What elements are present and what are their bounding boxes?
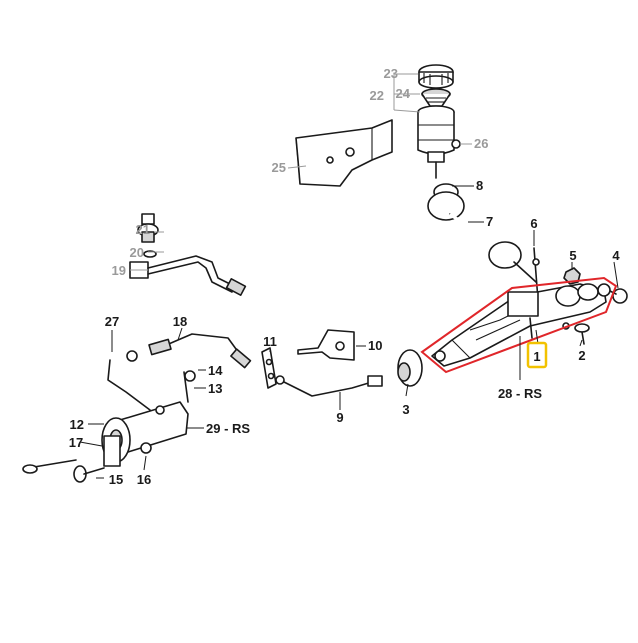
label-5: 5	[569, 248, 576, 263]
label-14: 14	[208, 363, 223, 378]
master-cylinder[interactable]	[431, 283, 611, 367]
hose-clip[interactable]	[261, 347, 277, 389]
nut[interactable]	[563, 267, 581, 285]
label-10: 10	[368, 338, 382, 353]
mounting-bolt[interactable]	[562, 322, 590, 345]
label-17: 17	[69, 435, 83, 450]
label-9: 9	[336, 410, 343, 425]
gasket[interactable]	[397, 349, 423, 387]
label-24: 24	[396, 86, 411, 101]
reservoir-hose[interactable]	[427, 183, 537, 283]
label-4: 4	[612, 248, 620, 263]
clutch-pipe[interactable]	[107, 350, 151, 411]
fluid-hose[interactable]	[129, 255, 247, 296]
label-27: 27	[105, 314, 119, 329]
label-8: 8	[476, 178, 483, 193]
label-1[interactable]: 1	[533, 349, 540, 364]
leader-lines	[79, 73, 619, 479]
label-19: 19	[112, 263, 126, 278]
clutch-hose[interactable]	[148, 333, 252, 369]
slave-pushrod[interactable]	[22, 459, 77, 474]
selected-part-box[interactable]	[526, 341, 548, 369]
label-18: 18	[173, 314, 187, 329]
label-13: 13	[208, 381, 222, 396]
label-21: 21	[136, 222, 150, 237]
line-bracket[interactable]	[297, 329, 355, 361]
label-22: 22	[370, 88, 384, 103]
fluid-reservoir[interactable]	[417, 105, 461, 179]
slave-cylinder[interactable]	[101, 401, 189, 467]
label-23: 23	[384, 66, 398, 81]
reservoir-cap[interactable]	[418, 64, 454, 89]
label-20: 20	[130, 245, 144, 260]
label-16: 16	[137, 472, 151, 487]
bleeder-valve[interactable]	[183, 370, 196, 403]
label-2: 2	[578, 348, 585, 363]
label-7: 7	[486, 214, 493, 229]
label-29-rs: 29 - RS	[206, 421, 250, 436]
clutch-line[interactable]	[275, 375, 383, 397]
label-15: 15	[109, 472, 123, 487]
reservoir-strainer[interactable]	[421, 88, 451, 107]
label-28-rs: 28 - RS	[498, 386, 542, 401]
label-25: 25	[272, 160, 286, 175]
label-3: 3	[402, 402, 409, 417]
label-26: 26	[474, 136, 488, 151]
reservoir-bracket[interactable]	[295, 119, 393, 187]
label-6: 6	[530, 216, 537, 231]
slave-bolt[interactable]	[73, 465, 105, 483]
highlight-frame	[420, 276, 618, 374]
label-12: 12	[70, 417, 84, 432]
label-11: 11	[263, 334, 277, 349]
